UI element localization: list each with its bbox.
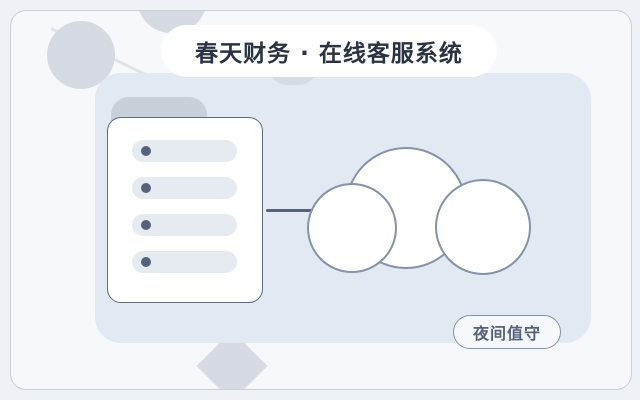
server-row — [132, 140, 237, 162]
page-title: 春天财务 · 在线客服系统 — [161, 25, 497, 77]
server-status-dot — [141, 183, 151, 193]
server-status-dot — [141, 220, 151, 230]
server-row — [132, 251, 237, 273]
decorative-circle — [47, 21, 115, 89]
server-status-dot — [141, 146, 151, 156]
status-badge: 夜间值守 — [453, 315, 561, 349]
connection-line — [266, 209, 332, 212]
cloud-icon-right-lobe — [435, 179, 531, 275]
server-icon — [107, 117, 263, 303]
server-row — [132, 177, 237, 199]
server-status-dot — [141, 257, 151, 267]
cloud-icon-left-lobe — [307, 183, 397, 273]
illustration-card: 春天财务 · 在线客服系统 夜间值守 — [10, 10, 632, 390]
server-row — [132, 214, 237, 236]
